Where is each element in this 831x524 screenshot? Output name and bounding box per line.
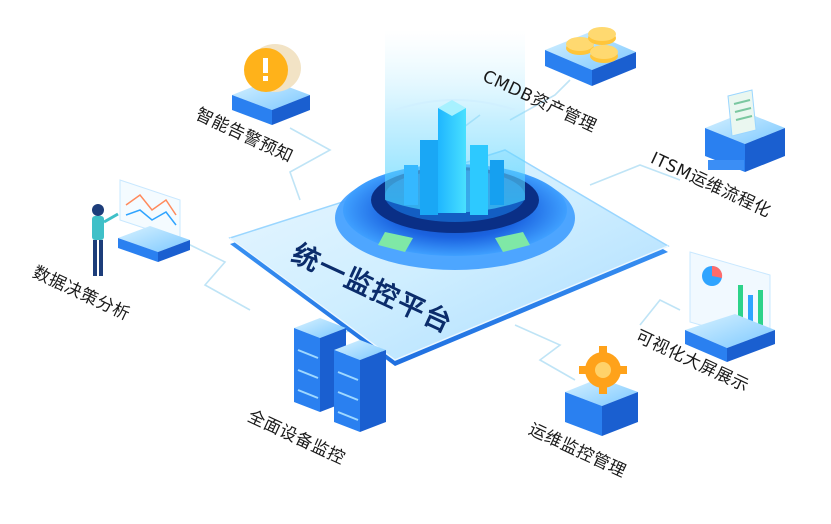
- document-server-icon: [727, 89, 757, 137]
- itsm-module: [705, 89, 785, 172]
- green-panel-left: [378, 232, 413, 252]
- gear-server-icon: [579, 346, 627, 394]
- coin-stack-icon: [566, 27, 618, 63]
- ops-module: [565, 346, 638, 436]
- analyst-person-icon: [92, 204, 119, 276]
- cmdb-module: [545, 27, 636, 86]
- server-rack-icon: [294, 318, 386, 432]
- dashboard-screen-icon: [702, 265, 763, 328]
- alert-module: [232, 44, 310, 125]
- green-panel-right: [495, 232, 530, 252]
- visual-module: [685, 251, 775, 362]
- data-towers: [404, 100, 504, 215]
- device-module: [294, 318, 386, 432]
- data-module: [92, 179, 190, 276]
